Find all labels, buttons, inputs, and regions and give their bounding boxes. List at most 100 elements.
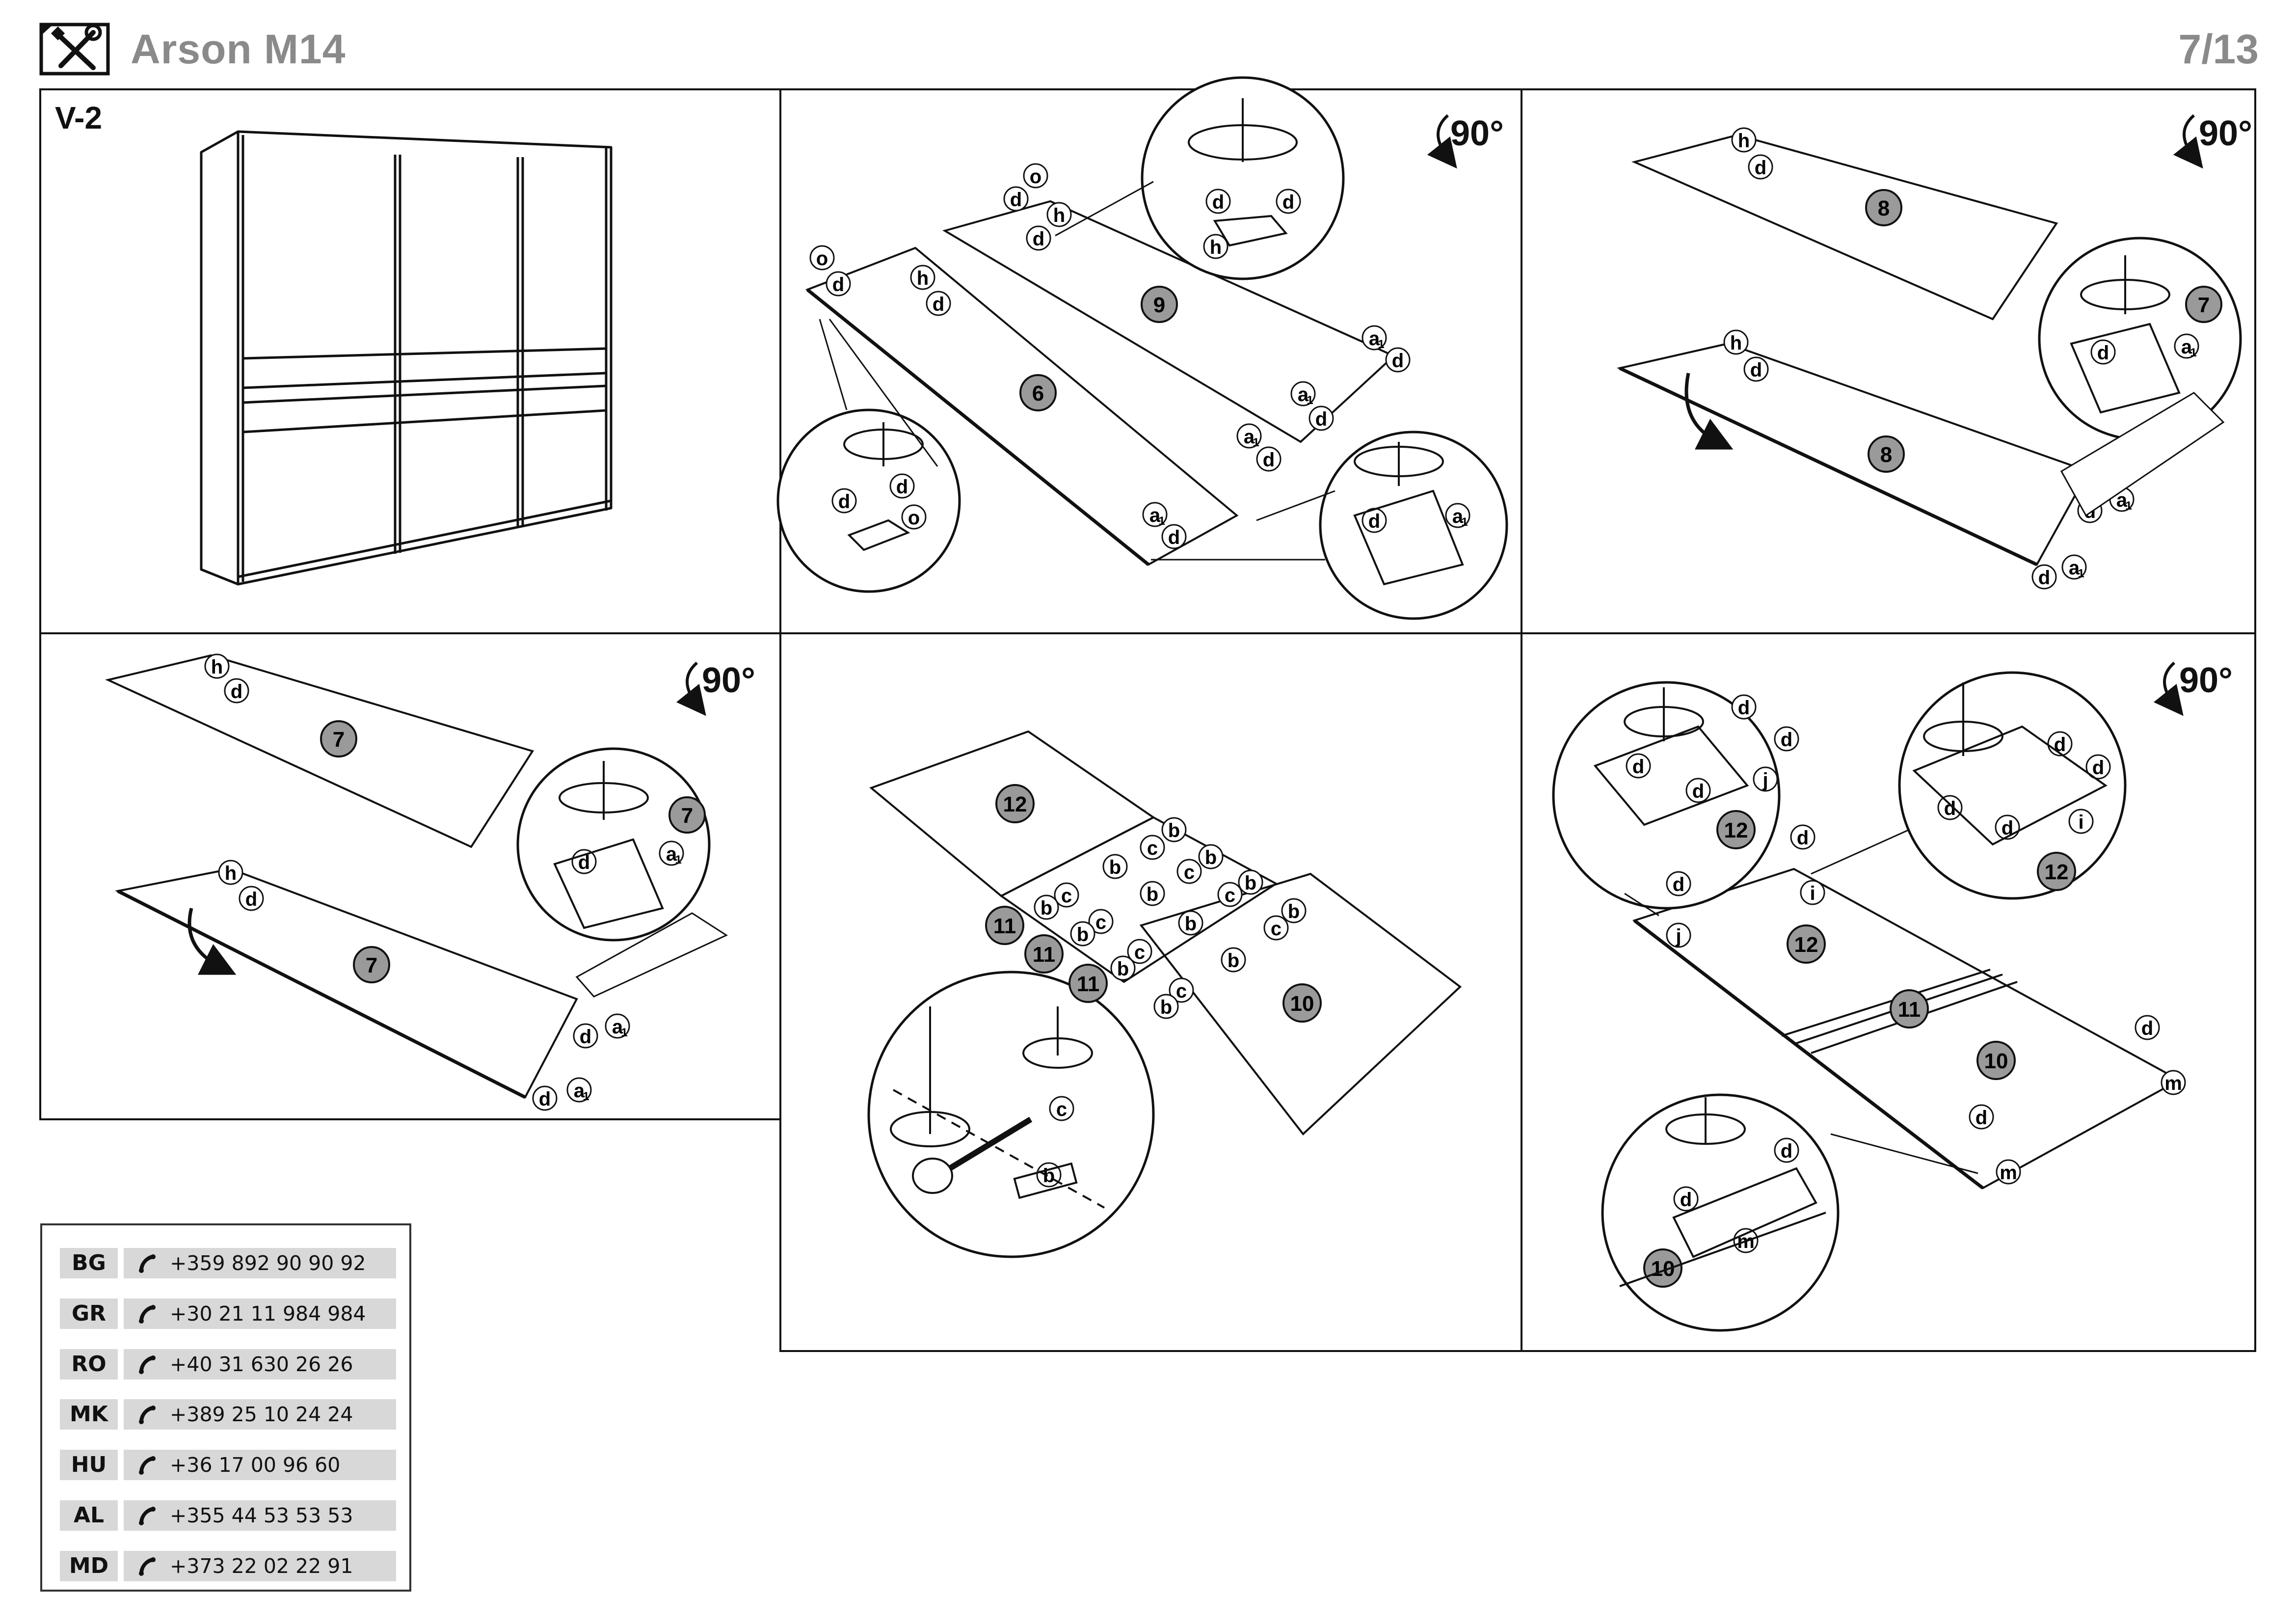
phone-icon	[139, 1305, 156, 1324]
svg-text:c: c	[1225, 885, 1235, 906]
phone-number-cell: +30 21 11 984 984	[124, 1299, 396, 1329]
phone-icon	[139, 1355, 156, 1374]
fitting-labels-panel-6: d d d d j d j d i d d d d i d m d m d d …	[1626, 694, 2186, 1253]
phone-row: HU+36 17 00 96 60	[60, 1450, 399, 1480]
fitting-labels-panel-2: o d h d o d h d a1 d a1 d a1 d a1 d d d …	[809, 163, 1470, 549]
part-badge-12: 12	[1787, 924, 1826, 964]
rotate-arrow-icon	[187, 908, 237, 975]
svg-text:h: h	[1210, 237, 1222, 258]
svg-text:d: d	[1680, 1189, 1692, 1211]
svg-text:a: a	[1244, 426, 1255, 448]
phone-number: +373 22 02 22 91	[170, 1554, 353, 1578]
hinge-detail	[1593, 682, 2108, 1287]
phone-number-cell: +359 892 90 90 92	[124, 1248, 396, 1278]
svg-text:a: a	[666, 843, 677, 865]
svg-text:d: d	[2054, 734, 2066, 756]
country-code: BG	[60, 1248, 118, 1278]
bracket-detail	[553, 761, 664, 929]
part-badge-9: 9	[1141, 286, 1178, 323]
svg-text:h: h	[1053, 205, 1065, 226]
detail-circle	[1141, 76, 1345, 280]
part-badge-11: 11	[1068, 964, 1108, 1003]
part-badge-6: 6	[1019, 374, 1057, 411]
part-number: 12	[2045, 860, 2069, 884]
phone-number-cell: +40 31 630 26 26	[124, 1349, 396, 1380]
svg-text:c: c	[1061, 885, 1072, 907]
svg-text:d: d	[1315, 408, 1327, 430]
detail-circle	[1601, 1093, 1840, 1332]
page-number: 7/13	[2178, 26, 2259, 72]
part-number: 8	[1878, 196, 1890, 220]
rotate-label: 90°	[1450, 114, 1504, 153]
svg-text:d: d	[1797, 827, 1809, 849]
rotate-label: 90°	[702, 661, 755, 700]
part-number: 12	[1724, 818, 1748, 842]
part-number: 11	[1033, 943, 1056, 967]
svg-text:d: d	[539, 1088, 551, 1110]
svg-text:a: a	[612, 1016, 623, 1038]
phone-number-cell: +36 17 00 96 60	[124, 1450, 396, 1480]
fitting-labels-panel-4: h d h d d a1 d a1 d a1	[204, 653, 684, 1111]
svg-text:d: d	[1168, 527, 1180, 548]
detail-circle	[1898, 671, 2127, 900]
part-number: 12	[1794, 933, 1818, 957]
part-badge-11: 11	[1890, 989, 1929, 1029]
svg-text:d: d	[1282, 191, 1294, 213]
rotate-arrow-icon	[1684, 373, 1734, 450]
phone-row: MD+373 22 02 22 91	[60, 1551, 399, 1581]
svg-text:c: c	[1134, 942, 1145, 963]
country-code: MK	[60, 1399, 118, 1430]
phone-row: GR+30 21 11 984 984	[60, 1299, 399, 1329]
country-code: GR	[60, 1299, 118, 1329]
svg-text:c: c	[1056, 1099, 1067, 1120]
phone-icon	[139, 1406, 156, 1424]
part-number: 11	[993, 914, 1016, 938]
svg-text:b: b	[1168, 820, 1180, 841]
rotate-arrow-icon	[2153, 661, 2184, 716]
svg-text:d: d	[933, 294, 944, 315]
svg-text:d: d	[832, 274, 844, 296]
svg-text:b: b	[1109, 857, 1121, 878]
svg-text:a: a	[1298, 384, 1309, 406]
svg-text:a: a	[2116, 489, 2128, 511]
part-number: 10	[1290, 992, 1314, 1016]
detail-circle	[516, 747, 711, 942]
fitting-labels-panel-5: b c b b c b c b c b c b b c b c b b c b …	[1034, 817, 1307, 1188]
svg-text:b: b	[1147, 884, 1158, 905]
svg-text:i: i	[1810, 883, 1815, 904]
svg-text:c: c	[1147, 838, 1158, 859]
svg-text:d: d	[1781, 1140, 1792, 1162]
svg-text:d: d	[1750, 359, 1762, 381]
part-badge-10: 10	[1282, 983, 1322, 1023]
svg-text:h: h	[1738, 130, 1750, 152]
subscript: 1	[1253, 436, 1259, 449]
rotate-arrow-icon	[676, 661, 706, 716]
phone-row: MK+389 25 10 24 24	[60, 1399, 399, 1430]
svg-text:d: d	[1976, 1107, 1987, 1129]
phone-number: +355 44 53 53 53	[170, 1504, 353, 1527]
subscript: 1	[621, 1026, 627, 1039]
subscript: 1	[1378, 338, 1384, 351]
svg-text:d: d	[1368, 511, 1380, 532]
svg-text:d: d	[2097, 342, 2109, 364]
svg-text:a: a	[2069, 557, 2080, 579]
svg-text:o: o	[908, 507, 920, 529]
svg-text:d: d	[1738, 697, 1750, 719]
svg-text:a: a	[1369, 328, 1380, 350]
svg-text:j: j	[1675, 925, 1681, 947]
svg-text:d: d	[1781, 729, 1792, 751]
country-code: HU	[60, 1450, 118, 1480]
part-badge-12: 12	[2037, 852, 2076, 891]
part-badge-7: 7	[2185, 286, 2222, 323]
part-badge-7: 7	[353, 946, 390, 983]
svg-text:m: m	[2000, 1162, 2017, 1184]
svg-text:d: d	[2141, 1018, 2153, 1039]
svg-text:b: b	[1041, 897, 1052, 919]
part-badge-12: 12	[1716, 810, 1756, 849]
phone-number: +40 31 630 26 26	[170, 1353, 353, 1376]
phone-number: +359 892 90 90 92	[170, 1251, 366, 1275]
svg-text:c: c	[1095, 912, 1106, 933]
svg-text:b: b	[1160, 997, 1172, 1018]
phone-icon	[139, 1507, 156, 1525]
